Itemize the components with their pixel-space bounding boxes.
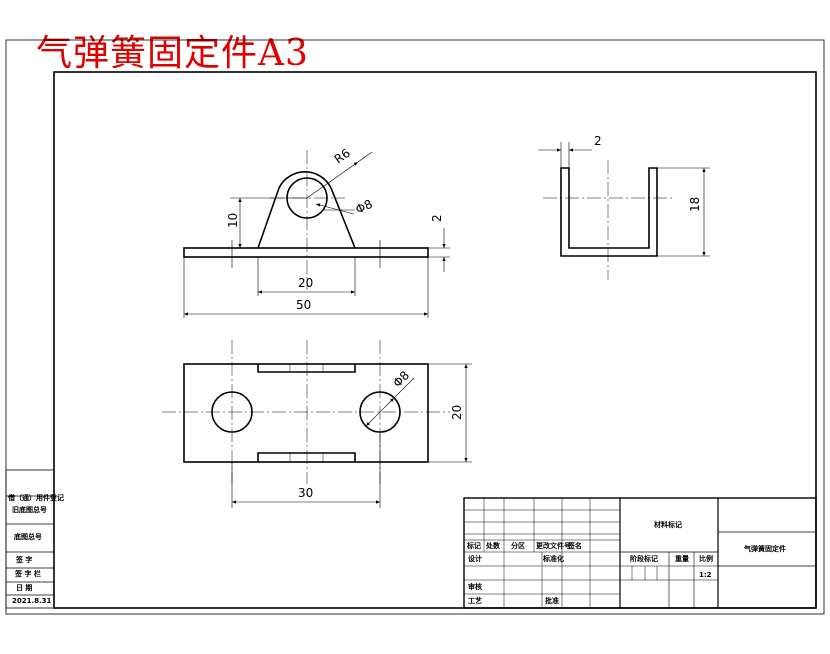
scale-label: 比例	[699, 555, 713, 563]
front-inner-label: 20	[298, 276, 313, 290]
top-view: Φ8 20 30	[162, 340, 472, 508]
front-thickness-label: 2	[430, 214, 444, 222]
front-height-label: 10	[226, 213, 240, 228]
scale-value: 1:2	[699, 571, 712, 579]
standard-label: 标准化	[543, 555, 564, 563]
change-doc-label: 更改文件号	[536, 542, 571, 550]
drawing-title: 气弹簧固定件A3	[36, 33, 309, 74]
left-row-6: 日 期	[16, 584, 33, 592]
left-row-3: 底图总号	[14, 533, 42, 541]
reviewer-label: 审核	[468, 583, 482, 591]
left-row-4: 签 字	[16, 556, 33, 564]
sheet-border	[5, 39, 825, 615]
front-radius-label: R6	[332, 146, 353, 167]
left-table	[5, 469, 55, 609]
left-row-2: 旧底图总号	[12, 506, 47, 514]
side-height-label: 18	[688, 197, 702, 212]
signature-label: 签名	[568, 542, 582, 550]
side-view: 2 18	[538, 134, 710, 280]
designer-label: 设计	[468, 555, 482, 563]
title-block	[463, 497, 817, 609]
zone-label: 分区	[511, 542, 525, 550]
count-label: 处数	[486, 542, 500, 550]
material-label: 材料标记	[654, 521, 682, 529]
approval-label: 批准	[545, 597, 559, 605]
stage-mark-label: 阶段标记	[630, 555, 658, 563]
mark-label: 标记	[467, 542, 481, 550]
left-row-5: 签 字 栏	[15, 570, 41, 578]
top-hole-label: Φ8	[390, 368, 412, 390]
front-overall-label: 50	[296, 298, 311, 312]
side-wall-label: 2	[594, 134, 602, 148]
front-hole-label: Φ8	[353, 197, 374, 217]
process-label: 工艺	[468, 597, 482, 605]
top-height-label: 20	[450, 405, 464, 420]
left-row-1: 借（通）用件登记	[8, 494, 64, 502]
left-row-7: 2021.8.31	[12, 597, 52, 605]
top-spacing-label: 30	[298, 486, 313, 500]
front-view: R6 Φ8 10 2 20 50	[183, 146, 450, 318]
weight-label: 重量	[675, 555, 689, 563]
part-name: 气弹簧固定件	[744, 545, 786, 553]
